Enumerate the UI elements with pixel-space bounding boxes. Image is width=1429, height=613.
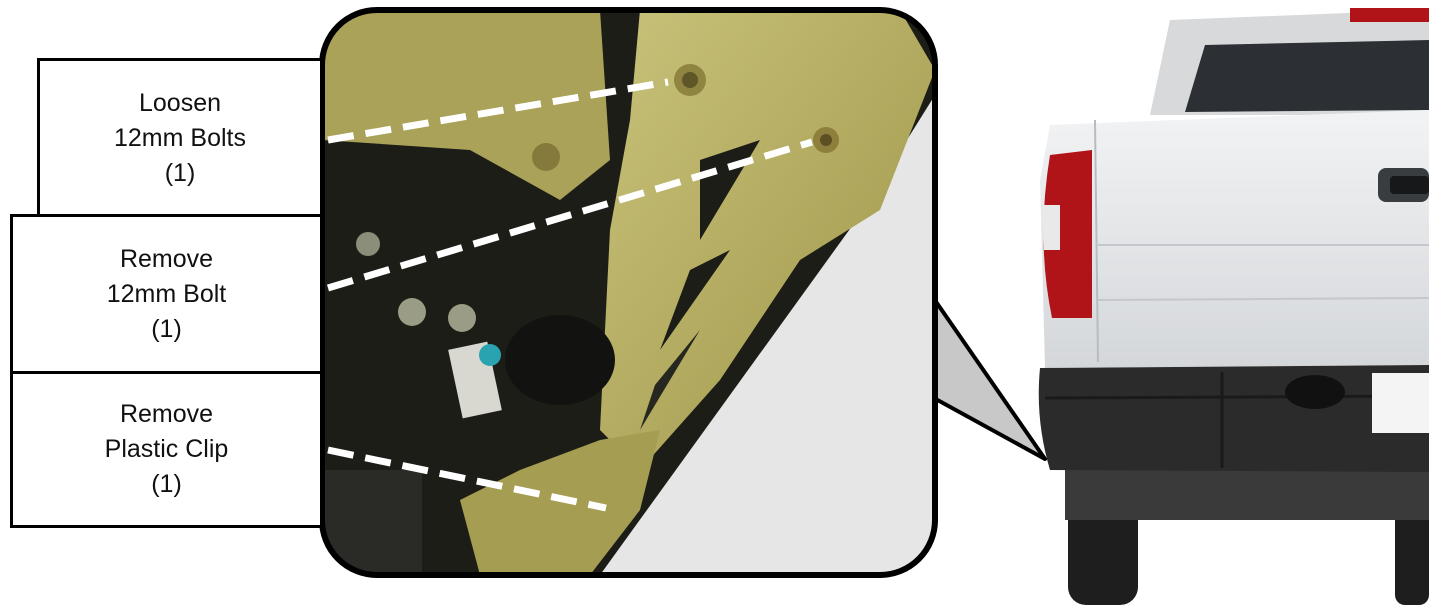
callout-3-line-1: Remove [120, 397, 213, 432]
callout-2-line-1: Remove [120, 242, 213, 277]
callout-1-line-3: (1) [165, 156, 196, 191]
truck-rear-illustration-icon [1039, 8, 1429, 605]
callout-3-line-3: (1) [151, 467, 182, 502]
callout-3-line-2: Plastic Clip [105, 432, 229, 467]
close-up-photo-icon [322, 10, 935, 575]
callout-remove-bolt: Remove 12mm Bolt (1) [10, 214, 323, 374]
callout-pointer-icon [932, 296, 1045, 459]
callout-remove-clip: Remove Plastic Clip (1) [10, 371, 323, 528]
callout-1-line-1: Loosen [139, 86, 221, 121]
callout-loosen-bolts: Loosen 12mm Bolts (1) [37, 58, 323, 218]
callout-1-line-2: 12mm Bolts [114, 121, 246, 156]
callout-2-line-2: 12mm Bolt [107, 277, 226, 312]
callout-2-line-3: (1) [151, 312, 182, 347]
